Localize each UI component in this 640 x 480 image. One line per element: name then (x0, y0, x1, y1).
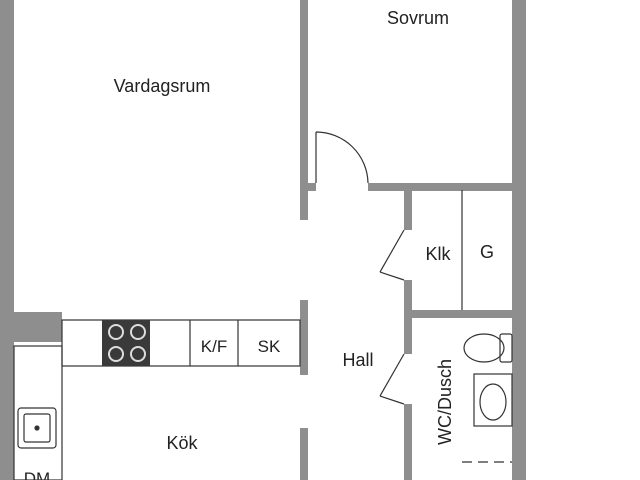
sink-icon (17, 407, 57, 449)
washbasin-icon (473, 373, 513, 427)
room-label-sovrum: Sovrum (387, 8, 449, 28)
room-label-kf: K/F (201, 337, 227, 356)
room-label-g: G (480, 242, 494, 262)
walls (0, 0, 526, 480)
room-label-dm: DM (24, 469, 50, 480)
door-swing-icon (315, 131, 405, 405)
room-label-kok: Kök (166, 433, 198, 453)
room-label-wc-dusch: WC/Dusch (435, 359, 455, 445)
kitchen-counter (13, 319, 301, 480)
toilet-icon (463, 333, 513, 363)
room-label-hall: Hall (342, 350, 373, 370)
room-label-vardagsrum: Vardagsrum (114, 76, 211, 96)
room-label-sk: SK (258, 337, 281, 356)
stove-icon (102, 320, 150, 366)
room-label-klk: Klk (425, 244, 451, 264)
